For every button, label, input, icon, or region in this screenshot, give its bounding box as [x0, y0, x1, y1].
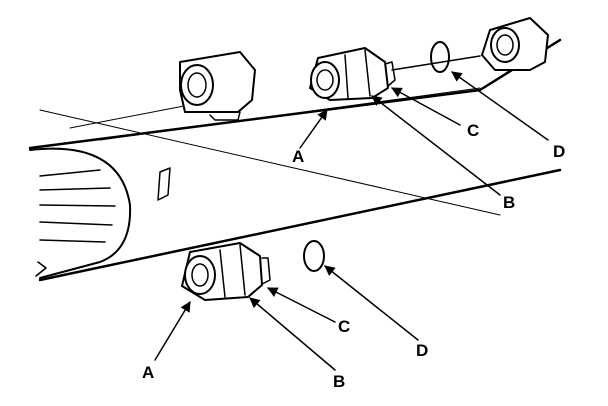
callout-d-upper: D: [553, 142, 565, 161]
elbow-fitting: [179, 51, 256, 121]
callout-c-lower: C: [338, 317, 350, 336]
leader-lines: [154, 71, 549, 371]
callout-c-upper: C: [467, 121, 479, 140]
upper-o-ring: [430, 41, 450, 73]
callout-b-upper: B: [503, 193, 515, 212]
callout-a-lower: A: [142, 363, 154, 382]
callout-a-upper: A: [292, 147, 304, 166]
callout-d-lower: D: [416, 341, 428, 360]
callout-b-lower: B: [333, 372, 345, 391]
lower-o-ring: [303, 240, 325, 272]
upper-hex-nut: [309, 47, 396, 101]
lower-hex-nut: [181, 242, 271, 301]
upper-right-fitting: [391, 17, 549, 71]
